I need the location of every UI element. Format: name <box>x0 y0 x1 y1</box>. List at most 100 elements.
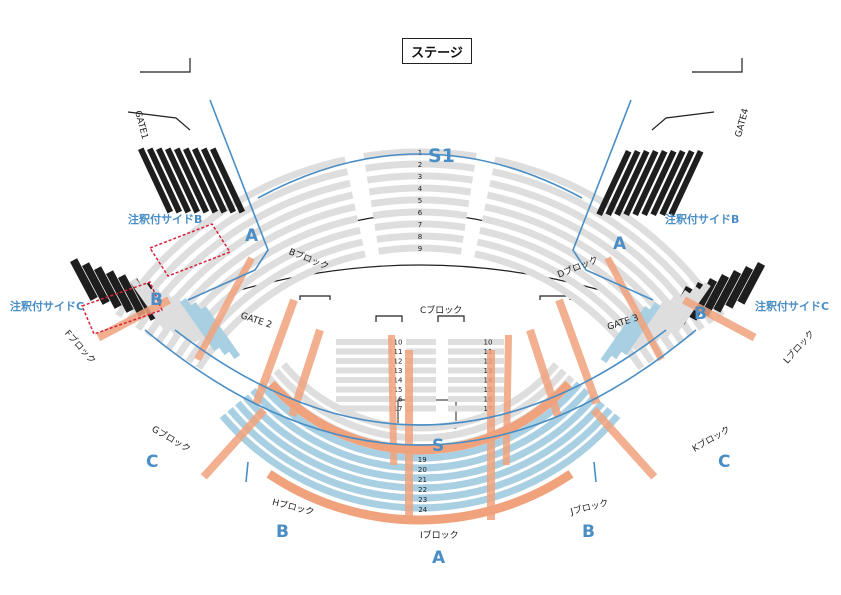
aisle-bar <box>555 298 601 405</box>
upper-left-dark-seat-column <box>174 147 210 214</box>
upper-right-dark-seat-column <box>605 150 641 216</box>
block-c-front-seat-row <box>370 196 470 208</box>
upper-right-dark-seat-column <box>632 149 668 216</box>
block-f-dark-seat-column <box>117 274 146 317</box>
block-f-dark-seat-column <box>93 266 122 309</box>
aisle-bar <box>388 334 398 466</box>
aisle-arc-outer <box>266 470 574 525</box>
zone-label-c-right: C <box>718 452 731 472</box>
block-c-right-seat-row <box>448 339 504 345</box>
aisle-bar <box>252 298 298 405</box>
zone-label-a-bottom: A <box>432 548 446 568</box>
upper-left-dark-seat-column <box>210 147 246 214</box>
upper-left-dark-seat-column <box>138 147 174 214</box>
block-c-center-seat-row <box>406 386 436 393</box>
block-c-front-seat-row <box>363 148 477 160</box>
block-c-front-seat-row <box>374 220 466 231</box>
block-c-left-seat-row <box>336 339 392 345</box>
note-side-b-right: 注釈付サイドB <box>665 213 740 226</box>
aisle-bar <box>591 407 658 480</box>
row-number: 6 <box>418 209 423 217</box>
block-c-front-seat-row <box>365 160 475 172</box>
block-i-seat-row <box>404 464 436 472</box>
block-i-seat-row <box>402 493 438 502</box>
upper-left-dark-seat-column <box>147 147 183 214</box>
block-c-right-seat-row <box>448 367 504 374</box>
block-c-front-seat-row <box>368 184 472 196</box>
block-l-dark-seat-column <box>725 266 754 309</box>
row-number: 16 <box>394 396 403 404</box>
block-c-center-seat-row <box>406 348 436 355</box>
block-k-seat-column <box>600 310 641 364</box>
block-i-seat-row <box>403 473 437 482</box>
upper-right-dark-seat-column <box>614 149 650 216</box>
row-number: 7 <box>418 221 422 229</box>
upper-left-dark-seat-column <box>183 147 219 214</box>
block-c-center-seat-row <box>406 367 436 374</box>
row-number: 24 <box>418 506 427 514</box>
block-i-seat-row <box>401 503 439 512</box>
block-c-right-seat-row <box>448 396 504 402</box>
block-c-center-seat-row <box>406 405 436 412</box>
block-c-front-seat-row <box>372 208 468 220</box>
aisle-bar <box>405 350 413 520</box>
block-c-center-seat-row <box>406 396 436 402</box>
zone-boundaries <box>144 99 697 483</box>
zone-label-a-left: A <box>245 226 259 246</box>
row-number: 13 <box>394 367 403 375</box>
row-number: 21 <box>418 476 427 484</box>
block-c-right-seat-row <box>448 358 504 364</box>
zone-label-s1: S1 <box>428 145 455 167</box>
row-number: 20 <box>418 466 427 474</box>
row-number: 8 <box>418 233 422 241</box>
upper-right-dark-seat-column <box>623 150 659 216</box>
block-g-seat-column <box>150 285 191 340</box>
aisle-bar <box>96 296 171 342</box>
row-number: 23 <box>418 496 427 504</box>
block-c-left-seat-row <box>336 358 392 364</box>
row-number: 3 <box>418 173 422 181</box>
upper-right-dark-seat-column <box>596 150 632 216</box>
block-l-dark-seat-column <box>701 274 730 317</box>
upper-right-dark-seat-column <box>650 150 686 216</box>
upper-right-dark-seat-column <box>659 149 695 216</box>
block-c-center-seat-row <box>406 377 436 383</box>
block-c-front-seat-row <box>378 244 462 255</box>
upper-left-dark-seat-column <box>165 147 201 214</box>
block-c-right-seat-row <box>448 386 504 393</box>
block-c-center-seat-row <box>406 358 436 364</box>
annotated-boxes <box>80 223 232 335</box>
block-c-right-seat-row <box>448 405 504 412</box>
block-c-left-seat-row <box>336 377 392 383</box>
block-f-dark-seat-column <box>106 270 134 313</box>
row-number: 14 <box>394 377 403 385</box>
block-f-dark-seat-column <box>81 262 110 305</box>
row-number: 10 <box>484 339 493 347</box>
zone-label-b-bottom-right: B <box>582 522 595 542</box>
block-c-left-seat-row <box>336 396 392 402</box>
aisle-bar <box>194 256 255 362</box>
row-number: 1 <box>418 149 422 157</box>
row-number: 12 <box>394 358 403 366</box>
aisle-bar <box>200 407 267 480</box>
zone-label-b-left: B <box>150 290 163 310</box>
block-c-right-seat-row <box>448 348 504 355</box>
seat-groups: 1234567891010111112121313141415151616171… <box>70 147 766 514</box>
upper-right-dark-seat-column <box>641 150 677 216</box>
block-c-left-seat-row <box>336 367 392 374</box>
block-c-front-seat-row <box>366 172 474 184</box>
zone-label-b-right: B <box>694 304 707 324</box>
note-side-b-left: 注釈付サイドB <box>128 213 203 226</box>
note-side-c-left: 注釈付サイドC <box>10 300 85 313</box>
block-c-front-seat-row <box>376 232 464 243</box>
priority-aisle-bars <box>96 256 757 525</box>
row-number: 17 <box>394 405 403 413</box>
block-l-dark-seat-column <box>737 261 766 305</box>
zone-label-s: S <box>432 436 445 456</box>
row-number: 15 <box>394 386 403 394</box>
upper-right-dark-seat-column <box>668 150 704 216</box>
block-k-seat-column <box>630 298 671 352</box>
stage-label: ステージ <box>402 38 472 64</box>
block-g-seat-column <box>130 277 171 332</box>
zone-label-b-bottom-left: B <box>276 522 289 542</box>
